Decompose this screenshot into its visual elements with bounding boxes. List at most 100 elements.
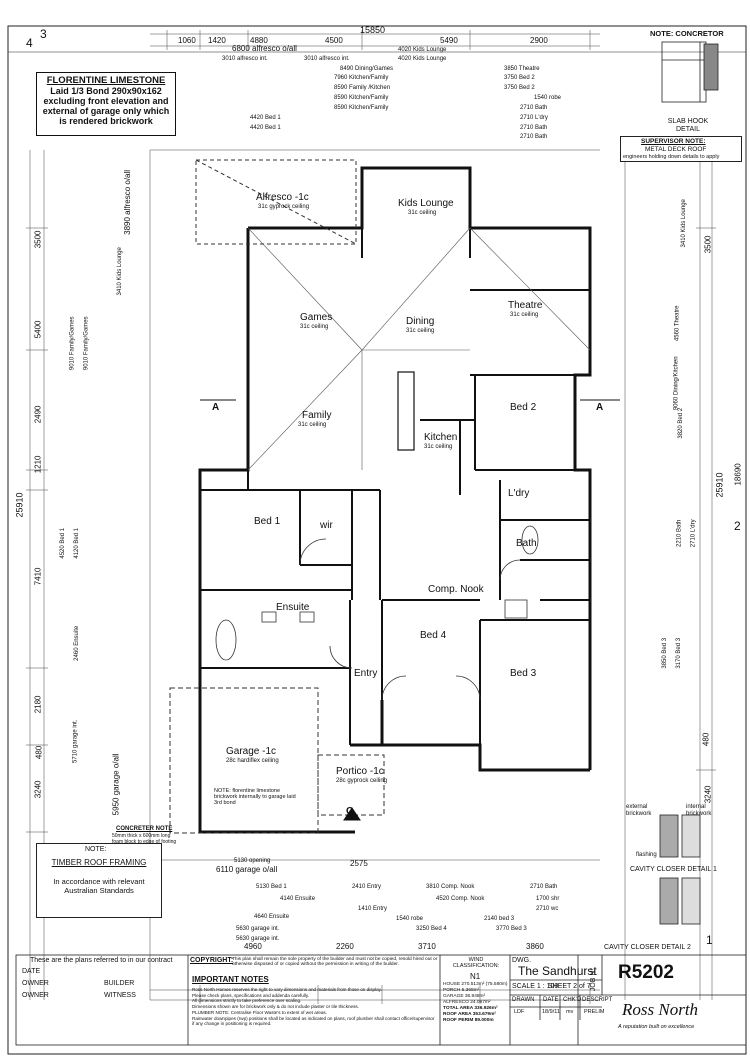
left-dim-6: 2180 bbox=[33, 695, 43, 714]
room-alfresco: Alfresco -1c bbox=[256, 192, 309, 203]
left-dim-8: 3240 bbox=[33, 780, 43, 799]
area-item: HOUSE 270.513m² (75.580m) bbox=[443, 982, 508, 987]
room-garage: Garage -1c bbox=[226, 746, 277, 757]
bottom-label: 3770 Bed 3 bbox=[496, 926, 527, 932]
left-dim-label: 5950 garage o/all bbox=[111, 753, 121, 816]
left-dim-5: 7410 bbox=[33, 567, 43, 586]
timber-note-line1: In accordance with relevant bbox=[53, 877, 145, 886]
room-ensuite: Ensuite bbox=[276, 602, 310, 613]
left-dim-label: 4120 Bed 1 bbox=[74, 527, 81, 559]
room-bath: Bath bbox=[516, 538, 537, 549]
top-detail-dim: 8590 Kitchen/Family bbox=[334, 105, 389, 111]
top-detail-dim: 2710 Bath bbox=[520, 125, 548, 131]
area-item: GARAGE 36.948m² bbox=[443, 993, 486, 999]
room-theatre: Theatre bbox=[508, 300, 543, 311]
drawn-value: LDF bbox=[514, 1009, 525, 1015]
bottom-label: 5130 opening bbox=[234, 858, 271, 864]
right-dim-3: 480 bbox=[701, 732, 711, 747]
top-dim-6: 2900 bbox=[530, 36, 548, 45]
date-label: DATE bbox=[22, 968, 41, 975]
timber-note-line2: Australian Standards bbox=[64, 886, 134, 895]
bottom-label: 3250 Bed 4 bbox=[416, 926, 447, 932]
external-brickwork-label: external brickwork bbox=[626, 804, 652, 817]
timber-note-title: TIMBER ROOF FRAMING bbox=[51, 858, 147, 867]
left-dim-4: 1210 bbox=[33, 455, 43, 474]
top-detail-dim: 2710 Bath bbox=[520, 105, 548, 111]
bottom-label: 5630 garage int. bbox=[236, 936, 280, 942]
cavity-closer-sketch bbox=[659, 814, 701, 925]
left-dim-label: 2460 Ensuite bbox=[74, 625, 81, 661]
bottom-garage-all: 6110 garage o/all bbox=[216, 865, 278, 874]
title-line-2: excluding front elevation and bbox=[43, 96, 169, 106]
top-detail-dim: 3750 Bed 2 bbox=[504, 85, 535, 91]
company-logo: Ross North bbox=[622, 1000, 699, 1019]
top-detail-dim: 1540 robe bbox=[534, 95, 562, 101]
room-laundry: L'dry bbox=[508, 488, 530, 499]
alfresco-outline bbox=[195, 159, 357, 245]
wind-label: WIND CLASSIFICATION: bbox=[452, 957, 500, 969]
top-dim-5: 5490 bbox=[440, 36, 458, 45]
copyright-text: This plan shall remain the sole property… bbox=[232, 957, 438, 967]
garage-outline bbox=[169, 687, 385, 834]
cavity-closer-2: CAVITY CLOSER DETAIL 2 bbox=[604, 944, 691, 951]
bottom-label: 2710 wc bbox=[536, 906, 559, 912]
material-title-box: FLORENTINE LIMESTONE Laid 1/3 Bond 290x9… bbox=[36, 72, 176, 136]
chkd-label: CHK'D bbox=[563, 997, 582, 1003]
bottom-porch: 2575 bbox=[350, 859, 368, 868]
ceiling-lines bbox=[247, 227, 591, 471]
important-note: PLUMBER NOTE: Centralise Floor Waste's t… bbox=[192, 1009, 327, 1015]
important-notes-head: IMPORTANT NOTES bbox=[192, 975, 269, 984]
owner-label-1: OWNER bbox=[22, 980, 49, 987]
important-note: All dimensions strictly to take preferen… bbox=[192, 998, 302, 1004]
area-item: PORCH 5.368m² bbox=[443, 987, 480, 993]
concretor-note: NOTE: CONCRETOR bbox=[650, 29, 724, 38]
roof-area: ROOF AREA 353.679m² bbox=[443, 1011, 496, 1017]
corner-label-br: 1 bbox=[706, 933, 713, 947]
room-theatre-note: 31c ceiling bbox=[510, 312, 539, 318]
top-detail-dim: 4420 Bed 1 bbox=[250, 115, 281, 121]
section-a-right: A bbox=[596, 402, 604, 413]
dwg-value: The Sandhurst bbox=[518, 964, 597, 978]
room-portico: Portico -1c bbox=[336, 766, 384, 777]
flashing-label: flashing bbox=[636, 852, 657, 858]
room-bed-1: Bed 1 bbox=[254, 516, 281, 527]
room-garage-note: 28c hardiflex ceiling bbox=[226, 758, 279, 764]
sheet-number: SHEET 2 of 7 bbox=[548, 983, 591, 990]
title-line-3: external of garage only which bbox=[42, 106, 170, 116]
top-detail-dim: 2710 Bath bbox=[520, 134, 548, 140]
date-value: 18/9/11 bbox=[542, 1009, 560, 1015]
room-entry: Entry bbox=[354, 668, 378, 679]
room-dining: Dining bbox=[406, 316, 435, 327]
top-dim-2: 1420 bbox=[208, 36, 226, 45]
cavity-closer-1: CAVITY CLOSER DETAIL 1 bbox=[630, 866, 717, 873]
room-comp-nook: Comp. Nook bbox=[428, 584, 484, 595]
ensuite-fixtures bbox=[215, 525, 539, 661]
top-overall-dim: 15850 bbox=[360, 25, 386, 35]
bottom-label: 1540 robe bbox=[396, 916, 424, 922]
internal-brickwork-label: internal brickwork bbox=[686, 804, 712, 817]
right-dim-4: 3240 bbox=[703, 785, 713, 804]
bottom-dim-3: 3710 bbox=[418, 942, 436, 951]
room-dining-note: 31c ceiling bbox=[406, 328, 435, 334]
right-dim-label: 3820 Bed 2 bbox=[678, 407, 685, 439]
company-tagline: A reputation built on excellence bbox=[618, 1024, 695, 1030]
section-c: C bbox=[346, 806, 354, 817]
top-dim-1: 1060 bbox=[178, 36, 196, 45]
bottom-dim-1: 4960 bbox=[244, 942, 262, 951]
bottom-label: 2140 bed 3 bbox=[484, 916, 515, 922]
copyright-label: COPYRIGHT: bbox=[190, 957, 234, 964]
top-detail-dim: 3850 Theatre bbox=[504, 66, 540, 72]
scale: SCALE 1 : 100 bbox=[512, 983, 559, 990]
room-kids-lounge: Kids Lounge bbox=[398, 198, 454, 209]
room-alfresco-note: 31c gyprock ceiling bbox=[258, 204, 310, 210]
right-dim-label: 2710 L'dry bbox=[690, 519, 697, 548]
room-family-note: 31c ceiling bbox=[298, 422, 327, 428]
room-games-note: 31c ceiling bbox=[300, 324, 329, 330]
alfresco-all-dim: 6800 alfresco o/all bbox=[232, 44, 297, 53]
bottom-dim-2: 2260 bbox=[336, 942, 354, 951]
area-item: ALFRESCO 24.097m² bbox=[443, 999, 491, 1005]
garage-fire-note: NOTE: florentine limestone brickwork int… bbox=[214, 788, 296, 807]
door-swings bbox=[299, 538, 521, 701]
bottom-label: 5630 garage int. bbox=[236, 926, 280, 932]
